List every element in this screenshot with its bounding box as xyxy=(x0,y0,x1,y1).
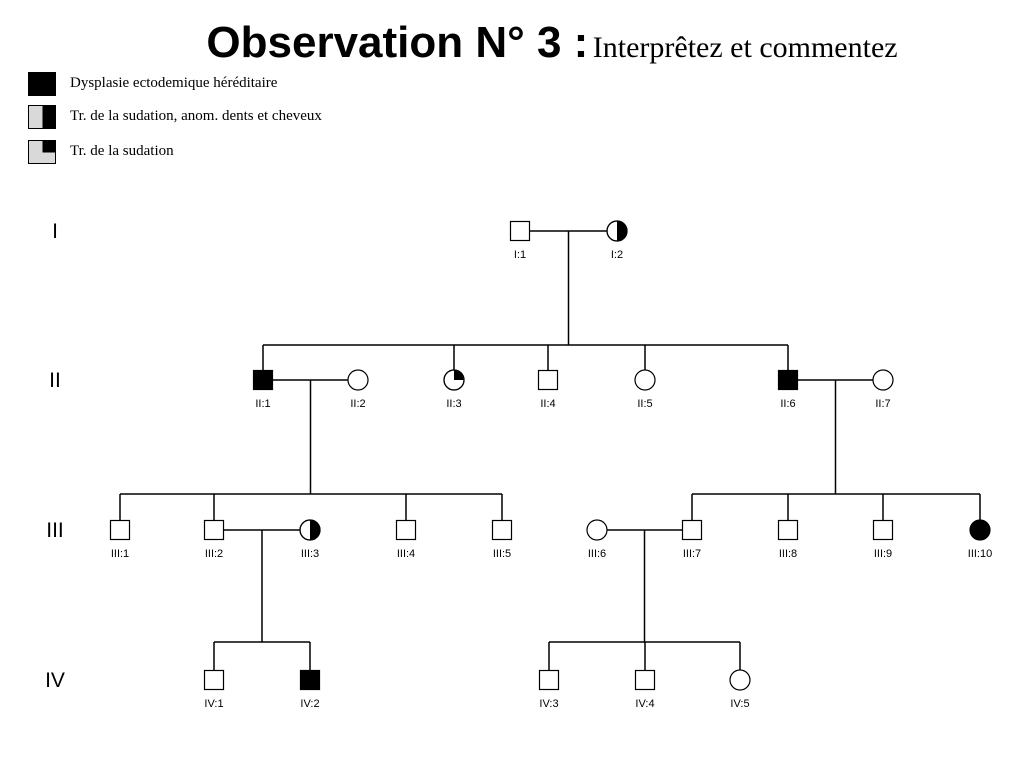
individual-iii-3-label: III:3 xyxy=(301,548,319,560)
individual-ii-7-label: II:7 xyxy=(875,398,890,410)
individual-ii-3-fill xyxy=(454,370,464,380)
individual-ii-3-outline xyxy=(443,369,465,391)
individual-iii-6-label: III:6 xyxy=(588,548,606,560)
individual-iii-6-symbol xyxy=(586,519,608,541)
individual-iii-4-symbol xyxy=(395,519,417,541)
generation-label: III xyxy=(46,519,64,542)
individual-iv-5-symbol xyxy=(729,669,751,691)
individual-iv-1-symbol xyxy=(203,669,225,691)
individual-iii-10-label: III:10 xyxy=(968,548,992,560)
legend-label: Tr. de la sudation xyxy=(70,143,174,159)
individual-i-2-outline xyxy=(606,220,628,242)
individual-iii-10-symbol xyxy=(969,519,991,541)
individual-i-2-label: I:2 xyxy=(611,249,623,261)
individual-iii-9-label: III:9 xyxy=(874,548,892,560)
legend-quarter-symbol-icon xyxy=(28,140,56,164)
title-sub: Interprêtez et commentez xyxy=(592,31,898,64)
individual-ii-5-label: II:5 xyxy=(637,398,652,410)
individual-iii-5-label: III:5 xyxy=(493,548,511,560)
individual-ii-3-label: II:3 xyxy=(446,398,461,410)
individual-iii-8-symbol xyxy=(777,519,799,541)
individual-ii-2-symbol xyxy=(347,369,369,391)
individual-ii-4-symbol xyxy=(537,369,559,391)
legend-label: Dysplasie ectodemique héréditaire xyxy=(70,75,278,91)
individual-iii-1-symbol xyxy=(109,519,131,541)
individual-iv-4-label: IV:4 xyxy=(635,698,654,710)
individual-iv-1-label: IV:1 xyxy=(204,698,223,710)
individual-ii-6-symbol xyxy=(777,369,799,391)
legend-label: Tr. de la sudation, anom. dents et cheve… xyxy=(70,108,322,124)
individual-iv-2-label: IV:2 xyxy=(300,698,319,710)
individual-ii-7-symbol xyxy=(872,369,894,391)
page-title: Observation N° 3 : Interprêtez et commen… xyxy=(0,18,1024,68)
generation-label: I xyxy=(52,220,58,243)
individual-ii-2-label: II:2 xyxy=(350,398,365,410)
individual-i-2-fill xyxy=(617,221,627,241)
individual-iii-1-label: III:1 xyxy=(111,548,129,560)
individual-iii-7-label: III:7 xyxy=(683,548,701,560)
individual-iii-2-symbol xyxy=(203,519,225,541)
individual-ii-5-symbol xyxy=(634,369,656,391)
individual-iv-2-symbol xyxy=(299,669,321,691)
legend-half-symbol-icon xyxy=(28,105,56,129)
generation-label: II xyxy=(49,369,61,392)
individual-iii-3-fill xyxy=(310,520,320,540)
legend-full-symbol-icon xyxy=(28,72,56,96)
generation-label: IV xyxy=(45,669,65,692)
individual-i-1-symbol xyxy=(509,220,531,242)
individual-ii-6-label: II:6 xyxy=(780,398,795,410)
individual-iii-5-symbol xyxy=(491,519,513,541)
individual-iv-4-symbol xyxy=(634,669,656,691)
individual-iii-9-symbol xyxy=(872,519,894,541)
individual-ii-4-label: II:4 xyxy=(540,398,555,410)
individual-iv-5-label: IV:5 xyxy=(730,698,749,710)
individual-iii-7-symbol xyxy=(681,519,703,541)
individual-ii-1-symbol xyxy=(252,369,274,391)
individual-iv-3-symbol xyxy=(538,669,560,691)
individual-iv-3-label: IV:3 xyxy=(539,698,558,710)
individual-iii-3-outline xyxy=(299,519,321,541)
individual-ii-1-label: II:1 xyxy=(255,398,270,410)
individual-iii-4-label: III:4 xyxy=(397,548,415,560)
title-main: Observation N° 3 : xyxy=(206,18,589,67)
individual-iii-2-label: III:2 xyxy=(205,548,223,560)
individual-iii-8-label: III:8 xyxy=(779,548,797,560)
individual-i-1-label: I:1 xyxy=(514,249,526,261)
